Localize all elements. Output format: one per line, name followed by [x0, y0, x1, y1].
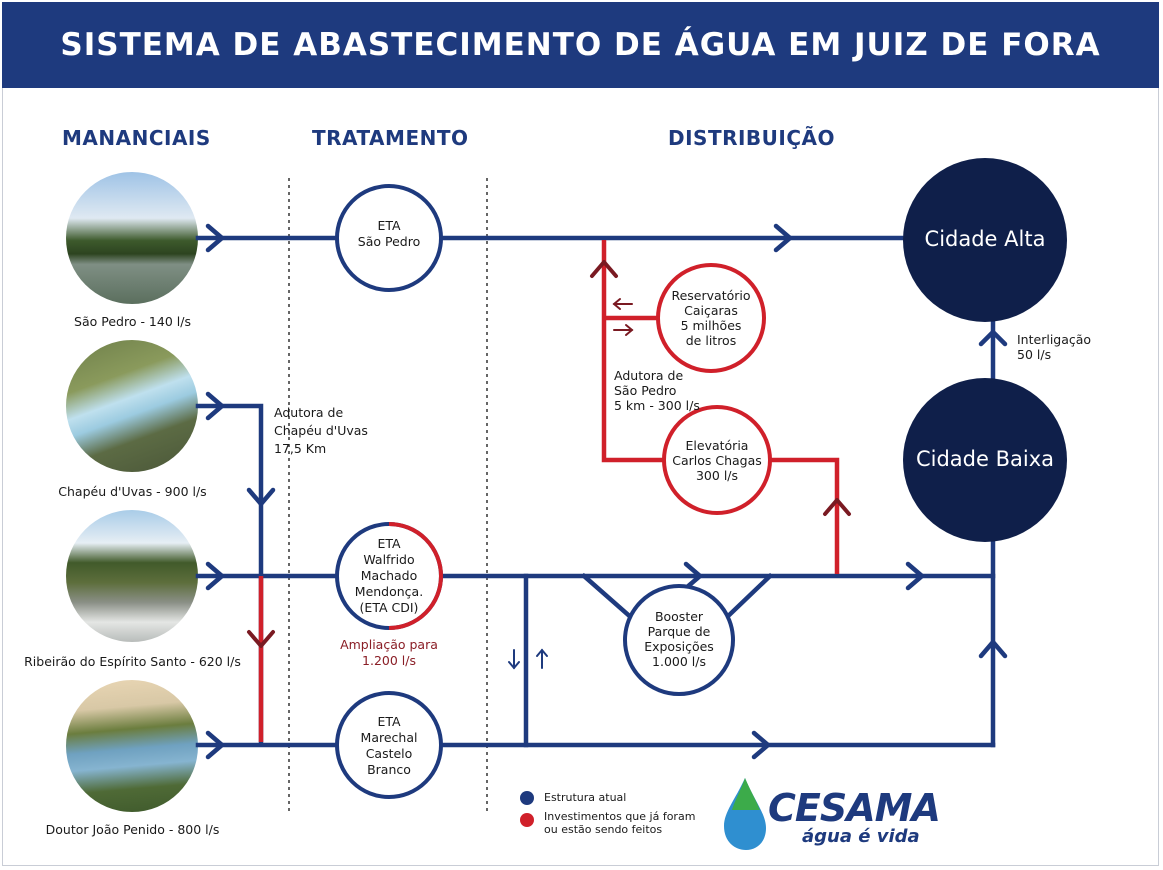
legend-red-dot — [520, 813, 534, 827]
adutora-chapeu-line-1: Adutora de — [274, 405, 344, 420]
eta-walfrido-line-4: Mendonça. — [354, 584, 424, 599]
adutora-sao-pedro-line-2: São Pedro — [614, 383, 677, 398]
eta-marechal-line-2: Marechal — [360, 730, 418, 745]
cidade-alta-node — [903, 158, 1067, 322]
legend-blue-dot — [520, 791, 534, 805]
booster-line-1: Booster — [654, 609, 704, 624]
eta-walfrido-red-half — [388, 522, 443, 630]
eta-walfrido-line-3: Machado — [360, 568, 418, 583]
booster-line-3: Exposições — [644, 639, 714, 654]
eta-walfrido-line-5: (ETA CDI) — [359, 600, 419, 615]
adutora-chapeu-line-2: Chapéu d'Uvas — [274, 423, 368, 438]
eta-sao-pedro-label: ETA São Pedro — [339, 218, 439, 250]
ampliacao-note: Ampliação para 1.200 l/s — [329, 637, 449, 669]
legend-investments-line-2: ou estão sendo feitos — [544, 823, 663, 836]
adutora-chapeu-line-3: 17,5 Km — [274, 441, 327, 456]
booster-label: Booster Parque de Exposições 1.000 l/s — [629, 609, 729, 669]
pipe-booster-out — [720, 572, 774, 624]
title-banner: SISTEMA DE ABASTECIMENTO DE ÁGUA EM JUIZ… — [2, 2, 1159, 88]
arrow-walfrido-mid — [683, 561, 703, 591]
column-header-tratamento: TRATAMENTO — [312, 126, 469, 150]
reservatorio-line-1: Reservatório — [671, 288, 751, 303]
adutora-sao-pedro-label: Adutora de São Pedro 5 km - 300 l/s — [614, 368, 700, 413]
sao-pedro-reservoir-photo — [66, 172, 198, 304]
interligacao-line-2: 50 l/s — [1017, 347, 1052, 362]
source-label-penido: Doutor João Penido - 800 l/s — [45, 822, 220, 837]
doutor-joao-penido-photo — [66, 680, 198, 812]
cidade-alta-label: Cidade Alta — [924, 227, 1046, 251]
source-label-ribeirao: Ribeirão do Espírito Santo - 620 l/s — [24, 654, 241, 669]
eta-marechal-line-4: Branco — [367, 762, 411, 777]
red-arrow-chapeu-down — [247, 630, 275, 648]
reservatorio-line-2: Caiçaras — [684, 303, 738, 318]
booster-line-4: 1.000 l/s — [652, 654, 706, 669]
reservatorio-node — [656, 263, 766, 373]
red-pipe-adutora-sao-pedro — [601, 240, 670, 463]
elevatoria-label: Elevatória Carlos Chagas 300 l/s — [662, 438, 772, 483]
booster-line-2: Parque de — [647, 624, 711, 639]
ampliacao-line-1: Ampliação para — [340, 637, 438, 652]
adutora-sao-pedro-line-1: Adutora de — [614, 368, 684, 383]
reservatorio-line-4: de litros — [685, 333, 737, 348]
eta-marechal-line-3: Castelo — [365, 746, 413, 761]
cidade-baixa-label: Cidade Baixa — [915, 447, 1055, 471]
arrow-sao-pedro — [205, 223, 225, 253]
elevatoria-line-3: 300 l/s — [695, 468, 739, 483]
arrow-interligacao — [978, 329, 1008, 347]
arrow-ribeirao — [205, 561, 225, 591]
arrow-chapeu-down — [246, 487, 276, 507]
reservatorio-line-3: 5 milhões — [680, 318, 742, 333]
adutora-sao-pedro-line-3: 5 km - 300 l/s — [614, 398, 700, 413]
source-label-chapeu-duvas: Chapéu d'Uvas - 900 l/s — [58, 484, 207, 499]
cesama-logo-tagline: água é vida — [802, 826, 920, 847]
booster-node — [623, 584, 735, 696]
elevatoria-node — [662, 405, 772, 515]
page-title: SISTEMA DE ABASTECIMENTO DE ÁGUA EM JUIZ… — [60, 27, 1101, 63]
legend-investments-label: Investimentos que já foram ou estão send… — [544, 810, 695, 836]
cesama-logo-text: CESAMA — [768, 786, 941, 830]
arrow-penido — [205, 730, 225, 760]
cidade-baixa-node — [903, 378, 1067, 542]
column-header-distribuicao: DISTRIBUIÇÃO — [668, 126, 836, 150]
eta-marechal-label: ETA Marechal Castelo Branco — [339, 714, 439, 778]
adutora-chapeu-label: Adutora de Chapéu d'Uvas 17,5 Km — [274, 404, 368, 458]
interligacao-line-1: Interligação — [1017, 332, 1092, 347]
source-label-sao-pedro: São Pedro - 140 l/s — [74, 314, 191, 329]
red-arrow-elevatoria-up — [823, 498, 851, 516]
chapeu-duvas-dam-photo — [66, 340, 198, 472]
eta-walfrido-line-2: Walfrido — [363, 552, 415, 567]
pipe-booster-in — [580, 572, 638, 624]
elevatoria-line-2: Carlos Chagas — [672, 453, 762, 468]
ribeirao-espirito-santo-photo — [66, 510, 198, 642]
eta-marechal-line-1: ETA — [377, 714, 401, 729]
arrow-walfrido-end — [905, 561, 925, 591]
reservatorio-label: Reservatório Caiçaras 5 milhões de litro… — [661, 288, 761, 348]
arrow-right-riser — [978, 639, 1008, 659]
column-header-mananciais: MANANCIAIS — [62, 126, 211, 150]
red-pipe-elevatoria — [764, 457, 840, 574]
legend-investments-line-1: Investimentos que já foram — [544, 810, 696, 823]
eta-sao-pedro-line-2: São Pedro — [357, 234, 421, 249]
interligacao-label: Interligação 50 l/s — [1017, 332, 1091, 362]
arrow-marechal-mid — [751, 730, 771, 760]
elevatoria-line-1: Elevatória — [685, 438, 749, 453]
eta-walfrido-line-1: ETA — [377, 536, 401, 551]
eta-marechal-node — [335, 691, 443, 799]
eta-sao-pedro-line-1: ETA — [377, 218, 401, 233]
legend-current-label: Estrutura atual — [544, 791, 627, 804]
arrow-cidade-alta-line — [773, 223, 793, 253]
eta-walfrido-label: ETA Walfrido Machado Mendonça. (ETA CDI) — [339, 536, 439, 616]
arrow-chapeu — [205, 391, 225, 421]
ampliacao-line-2: 1.200 l/s — [362, 653, 416, 668]
red-arrow-adutora-up — [590, 260, 618, 278]
eta-sao-pedro-node — [335, 184, 443, 292]
